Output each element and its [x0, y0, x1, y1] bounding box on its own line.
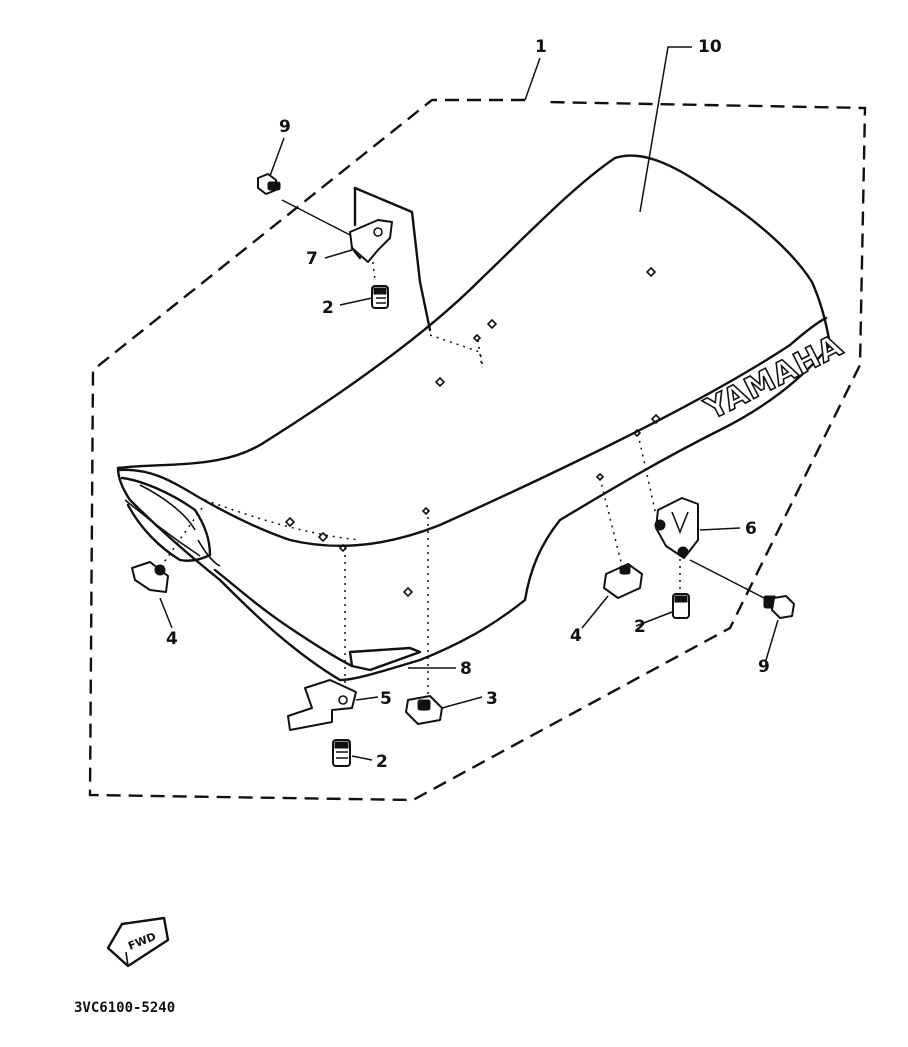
callout-3: 3 — [486, 689, 498, 709]
callout-7: 7 — [306, 249, 318, 269]
front-mount-tab — [353, 186, 484, 369]
knob-4-right — [603, 563, 643, 599]
callout-4-left: 4 — [166, 629, 178, 649]
bolt-9-front — [257, 173, 353, 237]
bolt-9-rear — [689, 559, 795, 619]
callout-2-bottom: 2 — [376, 752, 388, 772]
callout-5: 5 — [380, 689, 392, 709]
band-8-part — [348, 646, 422, 672]
callout-9-rear: 9 — [758, 657, 770, 677]
callout-1: 1 — [535, 37, 547, 57]
screw-2-front — [371, 285, 389, 309]
mounting-holes — [284, 266, 662, 598]
nut-3-bottom — [405, 695, 443, 725]
callout-10: 10 — [698, 37, 722, 57]
callout-4-right: 4 — [570, 626, 582, 646]
fwd-arrow-icon: FWD — [106, 916, 170, 968]
seat-body — [116, 154, 832, 682]
callout-6: 6 — [745, 519, 757, 539]
callout-9-front: 9 — [279, 117, 291, 137]
bracket-6-right — [654, 497, 699, 559]
bracket-7-front — [349, 219, 393, 263]
assembly-boundary — [88, 98, 867, 802]
callout-8: 8 — [460, 659, 472, 679]
callout-leaders — [159, 46, 779, 761]
brand-lettering: YAMAHA — [699, 328, 849, 427]
callout-2-right: 2 — [634, 617, 646, 637]
screw-2-bottom — [332, 739, 351, 767]
callout-2-front: 2 — [322, 298, 334, 318]
screw-2-right — [672, 593, 690, 619]
diagram-part-number: 3VC6100-5240 — [74, 1000, 175, 1016]
knob-4-left — [131, 561, 169, 593]
bracket-5-bottom — [287, 679, 357, 731]
